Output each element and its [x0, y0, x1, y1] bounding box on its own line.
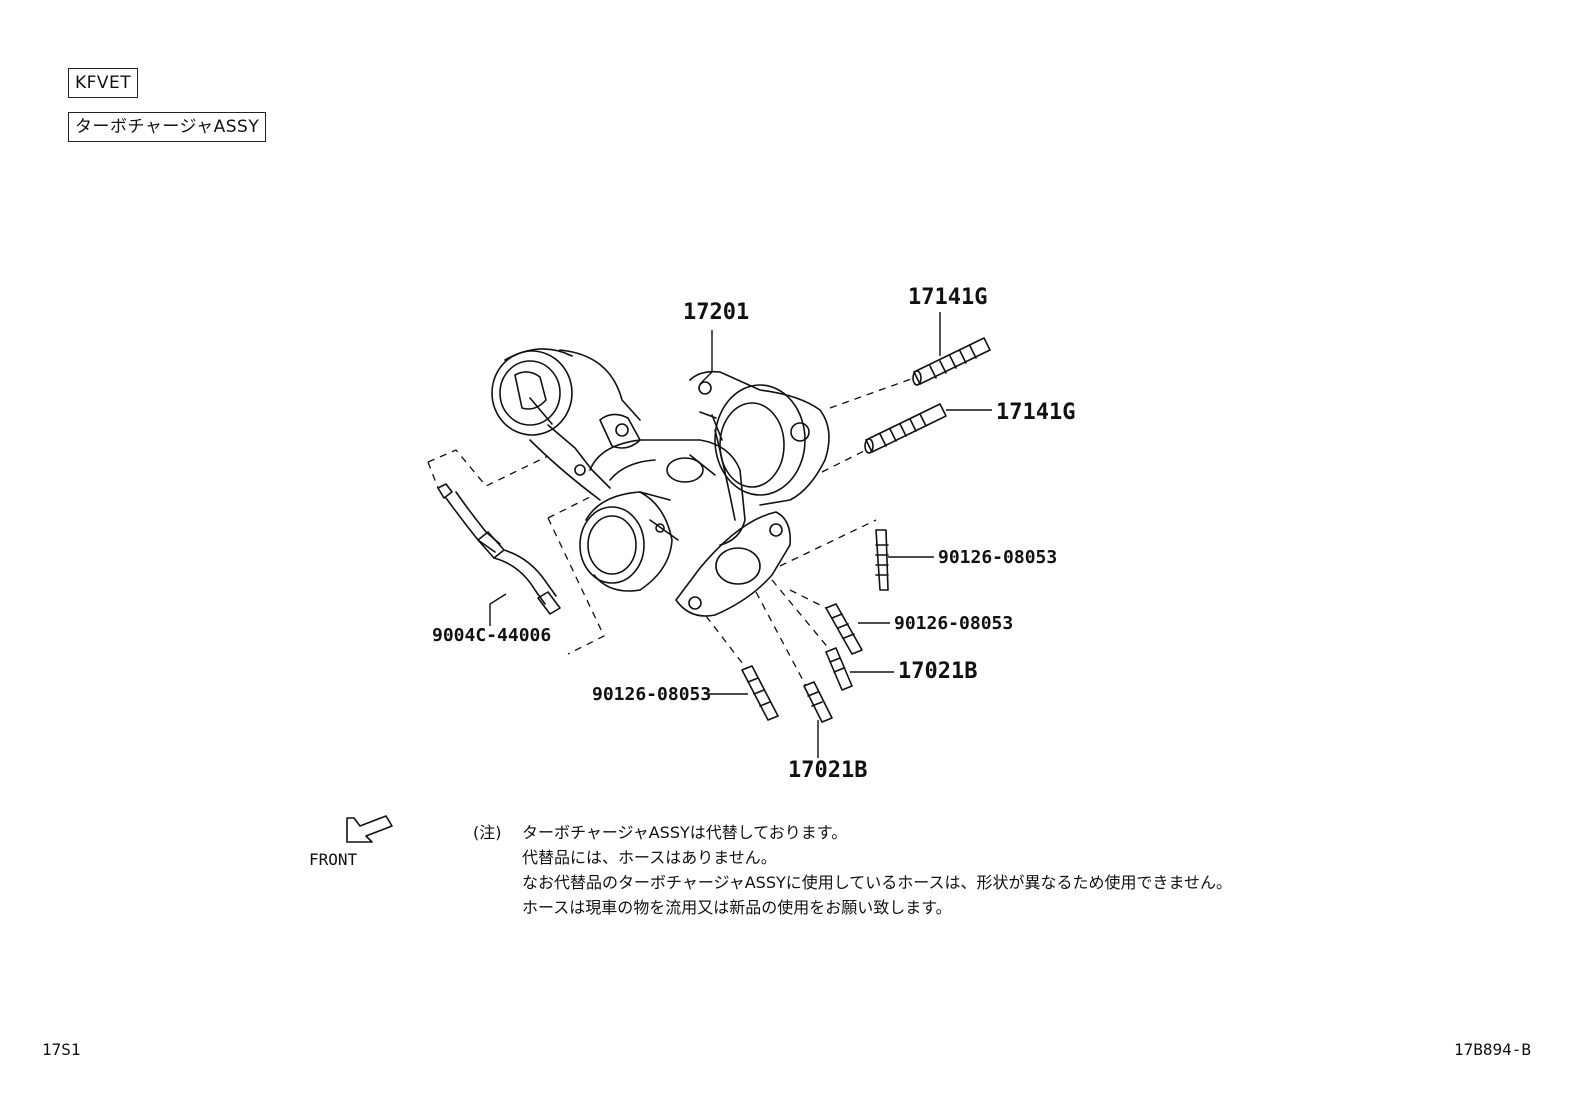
nut-17021b-right-drawing: [825, 647, 853, 691]
footer-left-code: 17S1: [42, 1040, 81, 1059]
engine-code-box: KFVET: [68, 68, 139, 98]
callout-9004c-44006: 9004C-44006: [432, 625, 552, 646]
nut-17021b-bottom-drawing: [803, 681, 833, 723]
stud-90126-bottom-left-drawing: [741, 665, 779, 721]
stud-17141g-upper-drawing: [912, 337, 991, 386]
callout-90126-right-1: 90126-08053: [938, 547, 1058, 568]
note-prefix: (注): [473, 823, 502, 842]
callout-90126-bottom-left: 90126-08053: [592, 684, 712, 705]
engine-code: KFVET: [75, 73, 132, 93]
note-line-4: ホースは現車の物を流用又は新品の使用をお願い致します。: [522, 898, 952, 917]
callout-17141g-upper: 17141G: [908, 285, 988, 310]
stud-90126-right-2-drawing: [825, 603, 863, 655]
turbocharger-assy-drawing: [491, 348, 830, 617]
note-line-3: なお代替品のターボチャージャASSYに使用しているホースは、形状が異なるため使用…: [522, 873, 1232, 892]
stud-17141g-lower-drawing: [864, 403, 947, 454]
footer-right-code: 17B894-B: [1454, 1040, 1532, 1059]
assembly-guide-lines: [427, 377, 915, 687]
front-arrow-icon: [346, 815, 393, 843]
hose-drawing: [437, 483, 561, 615]
stud-90126-right-1-drawing: [875, 529, 889, 591]
callout-17021b-bottom: 17021B: [788, 758, 868, 783]
callout-17141g-lower: 17141G: [996, 400, 1076, 425]
note-line-1: ターボチャージャASSYは代替しております。: [522, 823, 848, 842]
callout-90126-right-2: 90126-08053: [894, 613, 1014, 634]
assembly-name: ターボチャージャASSY: [75, 117, 260, 137]
callout-17021b-right: 17021B: [898, 659, 978, 684]
note-line-2: 代替品には、ホースはありません。: [522, 848, 777, 867]
assembly-name-box: ターボチャージャASSY: [68, 112, 267, 142]
leader-lines: [489, 312, 992, 758]
callout-17201: 17201: [683, 300, 750, 325]
front-label: FRONT: [309, 850, 358, 869]
